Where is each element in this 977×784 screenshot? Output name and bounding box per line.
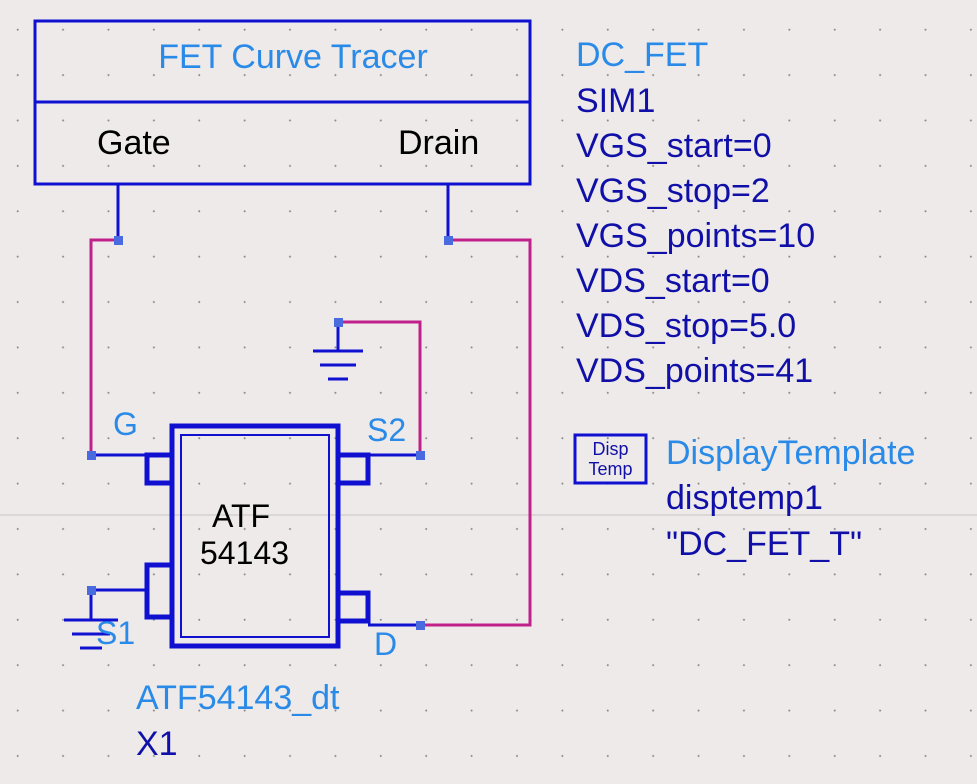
gate-wire[interactable] xyxy=(89,238,118,455)
drain-wire[interactable] xyxy=(420,238,532,627)
node-tracer-drain[interactable] xyxy=(444,236,453,245)
pin-tab-source1 xyxy=(144,562,175,620)
transistor-atf54143[interactable] xyxy=(91,423,420,649)
disp-icon-line1: Disp xyxy=(592,439,629,459)
transistor-instance-label: X1 xyxy=(136,725,178,763)
node-ground-top[interactable] xyxy=(334,318,343,327)
disp-icon-line2: Temp xyxy=(588,459,633,479)
tracer-title: FET Curve Tracer xyxy=(158,38,428,76)
display-template-icon[interactable] xyxy=(573,433,648,485)
ground-symbol-top xyxy=(313,322,363,381)
node-pin-source1[interactable] xyxy=(87,586,96,595)
wires xyxy=(89,238,532,627)
pin-tab-gate xyxy=(144,452,175,486)
display-template-value: "DC_FET_T" xyxy=(666,525,863,563)
display-template-instance: disptemp1 xyxy=(666,479,823,517)
source2-ground-wire[interactable] xyxy=(338,320,422,455)
sim-param: VGS_stop=2 xyxy=(576,172,770,210)
sim-param: VDS_points=41 xyxy=(576,352,814,390)
sim-param: VGS_points=10 xyxy=(576,217,816,255)
node-pin-source2[interactable] xyxy=(416,451,425,460)
transistor-part-line2: 54143 xyxy=(200,535,289,571)
tracer-drain-label: Drain xyxy=(398,124,480,162)
sim-param: VDS_start=0 xyxy=(576,262,770,300)
curve-tracer-block[interactable] xyxy=(33,19,532,240)
sim-param: VDS_stop=5.0 xyxy=(576,307,797,345)
sim-type-label: DC_FET xyxy=(576,36,709,74)
pin-label-drain: D xyxy=(374,626,398,662)
pin-nodes xyxy=(87,236,453,630)
tracer-gate-label: Gate xyxy=(97,124,171,162)
pin-tab-source2 xyxy=(335,452,371,486)
pin-tab-drain xyxy=(335,590,371,624)
pin-label-source2: S2 xyxy=(367,412,407,448)
pin-label-gate: G xyxy=(113,406,138,442)
node-pin-gate[interactable] xyxy=(87,451,96,460)
pin-label-source1: S1 xyxy=(96,615,136,651)
transistor-model-label: ATF54143_dt xyxy=(136,679,340,717)
sim-param: VGS_start=0 xyxy=(576,127,772,165)
node-pin-drain[interactable] xyxy=(416,621,425,630)
display-template-name: DisplayTemplate xyxy=(666,434,916,472)
sim-instance-label: SIM1 xyxy=(576,82,656,120)
node-tracer-gate[interactable] xyxy=(114,236,123,245)
transistor-part-line1: ATF xyxy=(212,498,271,534)
